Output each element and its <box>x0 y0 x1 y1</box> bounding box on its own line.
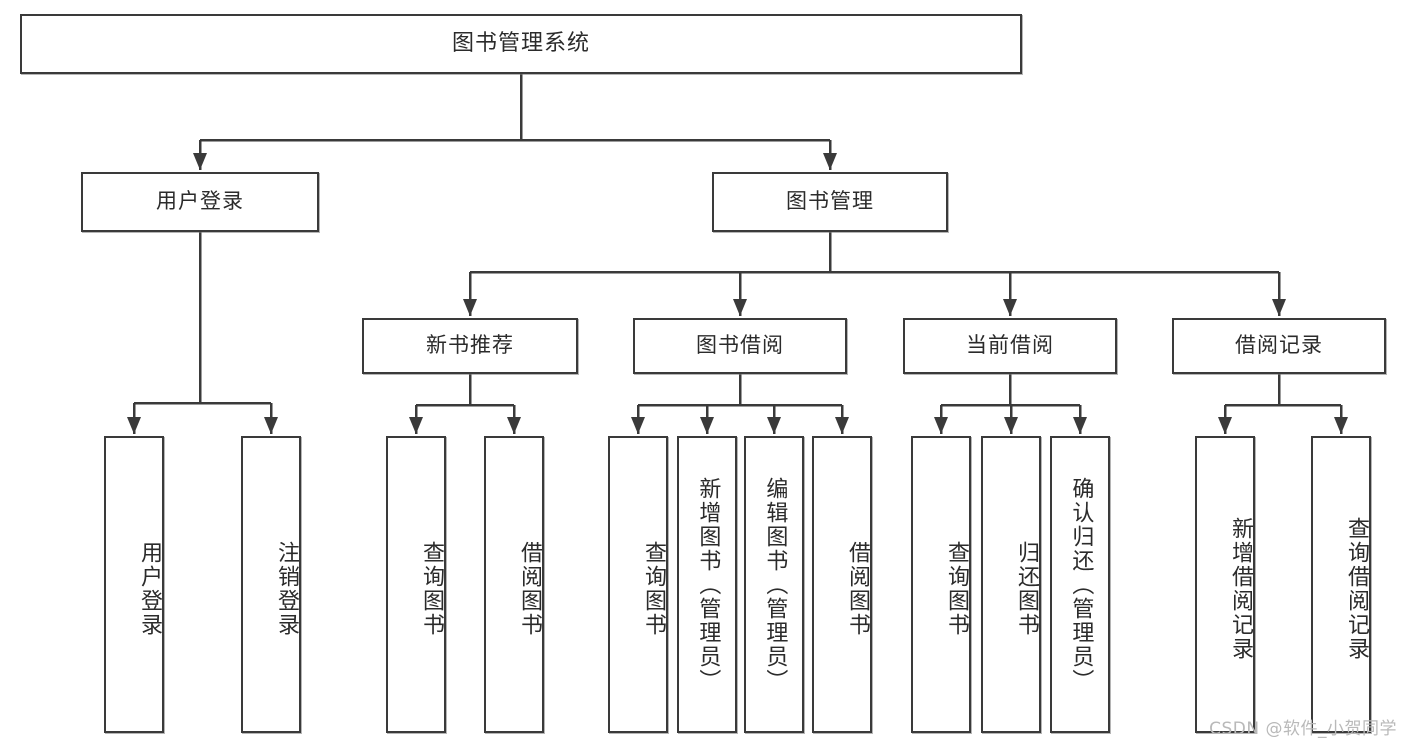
node-leaf-query-record-label: 查询借阅记录 <box>1344 516 1369 661</box>
conn-root-arrowhead-0 <box>193 153 207 170</box>
node-leaf-borrow-book-rec-label: 借阅图书 <box>517 540 542 637</box>
conn-book-management-arrowhead-1 <box>733 299 747 316</box>
node-leaf-user-login-label: 用户登录 <box>137 540 162 637</box>
conn-book-management-arrowhead-2 <box>1003 299 1017 316</box>
node-leaf-query-book-cur-label: 查询图书 <box>944 540 969 637</box>
node-book-borrow[interactable]: 图书借阅 <box>633 318 847 374</box>
node-user-login-label: 用户登录 <box>156 189 244 214</box>
node-new-book-recommend[interactable]: 新书推荐 <box>362 318 578 374</box>
conn-borrow-record-arrowhead-1 <box>1334 417 1348 434</box>
node-leaf-query-book-borrow-label: 查询图书 <box>641 540 666 637</box>
conn-current-borrow-arrowhead-0 <box>934 417 948 434</box>
conn-book-management-arrowhead-0 <box>463 299 477 316</box>
node-borrow-record[interactable]: 借阅记录 <box>1172 318 1386 374</box>
conn-current-borrow-arrowhead-1 <box>1004 417 1018 434</box>
conn-book-borrow-arrowhead-2 <box>767 417 781 434</box>
conn-book-borrow-arrowhead-0 <box>631 417 645 434</box>
conn-book-management-arrowhead-3 <box>1272 299 1286 316</box>
node-root-label: 图书管理系统 <box>451 30 590 56</box>
conn-root-arrowhead-1 <box>823 153 837 170</box>
conn-book-borrow-arrowhead-3 <box>835 417 849 434</box>
node-new-book-recommend-label: 新书推荐 <box>426 333 514 358</box>
node-leaf-edit-book-label: 编辑图书（管理员） <box>762 476 788 693</box>
node-user-login[interactable]: 用户登录 <box>81 172 319 232</box>
node-leaf-add-record[interactable]: 新增借阅记录 <box>1195 436 1255 733</box>
node-leaf-user-login[interactable]: 用户登录 <box>104 436 164 733</box>
node-book-management-label: 图书管理 <box>786 189 874 214</box>
node-leaf-user-logout-label: 注销登录 <box>274 540 299 637</box>
node-leaf-borrow-book-rec[interactable]: 借阅图书 <box>484 436 544 733</box>
conn-user-login-arrowhead-0 <box>127 417 141 434</box>
node-leaf-edit-book[interactable]: 编辑图书（管理员） <box>744 436 804 733</box>
node-current-borrow[interactable]: 当前借阅 <box>903 318 1117 374</box>
node-leaf-borrow-book[interactable]: 借阅图书 <box>812 436 872 733</box>
conn-user-login-arrowhead-1 <box>264 417 278 434</box>
node-leaf-borrow-book-label: 借阅图书 <box>845 540 870 637</box>
node-leaf-add-book-label: 新增图书（管理员） <box>695 476 721 693</box>
node-root[interactable]: 图书管理系统 <box>20 14 1022 74</box>
conn-new-book-recommend-arrowhead-1 <box>507 417 521 434</box>
watermark-text: CSDN @软件_小贺同学 <box>1209 719 1397 739</box>
node-leaf-return-book-label: 归还图书 <box>1014 540 1039 637</box>
node-leaf-query-book-borrow[interactable]: 查询图书 <box>608 436 668 733</box>
node-current-borrow-label: 当前借阅 <box>966 333 1054 358</box>
node-leaf-return-book[interactable]: 归还图书 <box>981 436 1041 733</box>
node-book-management[interactable]: 图书管理 <box>712 172 948 232</box>
node-leaf-confirm-return[interactable]: 确认归还（管理员） <box>1050 436 1110 733</box>
node-book-borrow-label: 图书借阅 <box>696 333 784 358</box>
node-leaf-add-record-label: 新增借阅记录 <box>1228 516 1253 661</box>
node-leaf-query-record[interactable]: 查询借阅记录 <box>1311 436 1371 733</box>
node-leaf-user-logout[interactable]: 注销登录 <box>241 436 301 733</box>
node-leaf-query-book-cur[interactable]: 查询图书 <box>911 436 971 733</box>
node-leaf-confirm-return-label: 确认归还（管理员） <box>1068 476 1094 693</box>
conn-current-borrow-arrowhead-2 <box>1073 417 1087 434</box>
node-borrow-record-label: 借阅记录 <box>1235 333 1323 358</box>
node-leaf-query-book-rec[interactable]: 查询图书 <box>386 436 446 733</box>
conn-new-book-recommend-arrowhead-0 <box>409 417 423 434</box>
conn-borrow-record-arrowhead-0 <box>1218 417 1232 434</box>
node-leaf-add-book[interactable]: 新增图书（管理员） <box>677 436 737 733</box>
node-leaf-query-book-rec-label: 查询图书 <box>419 540 444 637</box>
conn-book-borrow-arrowhead-1 <box>700 417 714 434</box>
